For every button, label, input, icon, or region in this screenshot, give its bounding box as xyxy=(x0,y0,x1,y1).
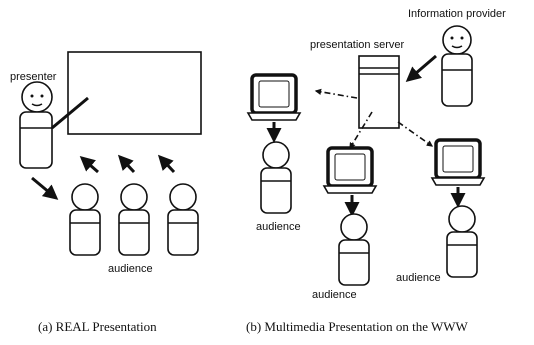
presenter-figure xyxy=(19,81,89,169)
arrow-provider-to-server xyxy=(405,54,437,82)
monitor-client-1 xyxy=(246,73,302,122)
arrow-audience-1 xyxy=(79,156,99,174)
presenter-label: presenter xyxy=(10,71,57,83)
dash-to-client-3 xyxy=(397,121,434,147)
audience-label-a: audience xyxy=(108,263,153,275)
presentation-screen xyxy=(67,51,202,135)
audience-label-b3: audience xyxy=(396,272,441,284)
audience-label-b2: audience xyxy=(312,289,357,301)
audience-person-3 xyxy=(167,183,199,256)
audience-label-b1: audience xyxy=(256,221,301,233)
monitor-client-2 xyxy=(322,146,378,195)
info-provider-label: Information provider xyxy=(408,8,506,20)
server-label: presentation server xyxy=(310,39,404,51)
arrow-audience-2 xyxy=(117,154,136,174)
audience-person-2 xyxy=(118,183,150,256)
audience-person-b3 xyxy=(446,205,478,278)
arrow-audience-3 xyxy=(157,154,176,174)
caption-b: (b) Multimedia Presentation on the WWW xyxy=(246,319,469,334)
panel-a: presenter audience xyxy=(10,51,202,275)
audience-person-1 xyxy=(69,183,101,256)
info-provider-figure xyxy=(441,25,473,107)
panel-b: Information provider presentation server… xyxy=(246,8,506,301)
caption-a: (a) REAL Presentation xyxy=(38,319,157,334)
audience-person-b2 xyxy=(338,213,370,286)
presentation-server xyxy=(358,55,400,129)
audience-person-b1 xyxy=(260,141,292,214)
monitor-client-3 xyxy=(430,138,486,187)
arrow-presenter-to-audience xyxy=(31,176,59,200)
dash-to-client-1 xyxy=(314,88,358,99)
